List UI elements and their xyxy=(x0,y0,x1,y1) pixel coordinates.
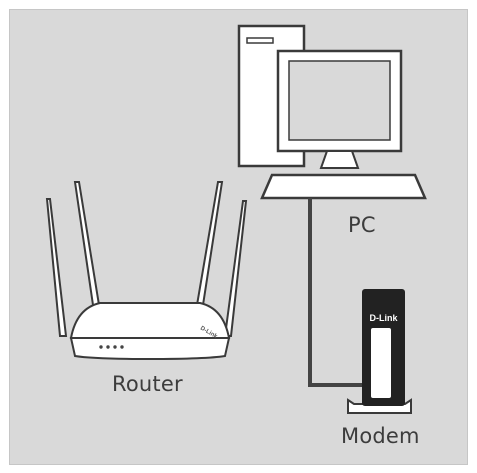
modem: D-Link xyxy=(347,289,412,414)
modem-logo: D-Link xyxy=(370,313,399,323)
ethernet-cable xyxy=(308,198,362,387)
pc-keyboard xyxy=(260,173,427,200)
pc-label: PC xyxy=(348,213,376,237)
modem-label: Modem xyxy=(341,424,420,448)
router: D-Link xyxy=(69,302,231,360)
router-antennas xyxy=(45,181,248,337)
pc-monitor xyxy=(276,49,403,169)
router-label: Router xyxy=(112,372,183,396)
